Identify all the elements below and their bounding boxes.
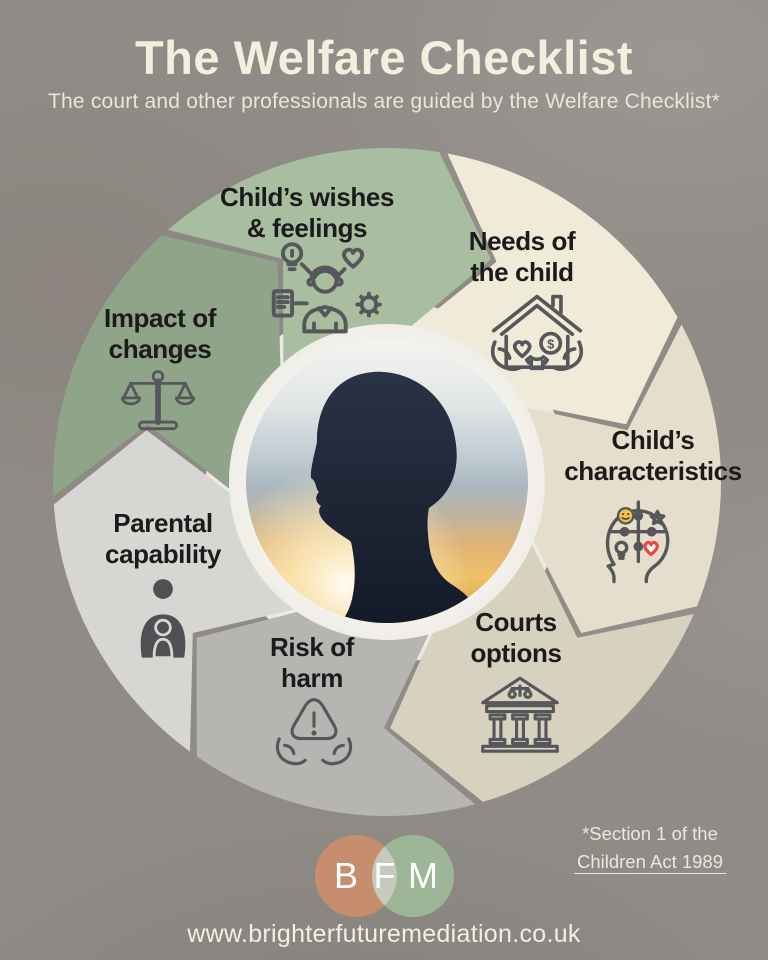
cycle-segment-needs-of-the-child (415, 153, 678, 425)
footnote-children-act-link[interactable]: Children Act 1989 (573, 850, 727, 874)
segment-label-needs-of-the-child: Needs of the child (468, 226, 576, 288)
cycle-segment-childs-characteristics (526, 324, 721, 633)
website-url[interactable]: www.brighterfuturemediation.co.uk (187, 920, 581, 948)
child-thoughts-icon (264, 235, 386, 357)
svg-text:$: $ (547, 337, 554, 351)
page-subtitle: The court and other professionals are gu… (48, 90, 720, 113)
cycle-segment-risk-of-harm (196, 611, 476, 817)
child-silhouette (310, 371, 483, 623)
logo-overlap-lens (372, 846, 397, 906)
segment-label-parental-capability: Parental capability (105, 508, 221, 570)
logo-left-circle (315, 835, 397, 917)
page-title: The Welfare Checklist (134, 31, 634, 84)
logo-letter-f: F (374, 855, 396, 896)
footnote-line1: *Section 1 of the (582, 823, 718, 844)
segment-label-impact-of-changes: Impact of changes (104, 303, 216, 365)
logo-right-circle (372, 835, 454, 917)
segment-label-courts-options: Courts options (470, 607, 562, 669)
footnote: *Section 1 of the Children Act 1989 (560, 820, 740, 876)
courthouse-icon (471, 665, 569, 763)
segment-label-childs-characteristics: Child’s characteristics (564, 425, 742, 487)
puzzle-head-icon (579, 484, 685, 590)
cycle-segment-parental-capability (53, 430, 294, 752)
house-in-hands-icon: $ (480, 284, 594, 398)
warning-in-hands-icon (265, 687, 363, 785)
balance-scales-icon (114, 364, 202, 452)
cycle-segment-courts-options (390, 544, 694, 802)
cycle-segment-impact-of-changes (53, 235, 281, 497)
logo-letter-m: M (408, 855, 438, 896)
logo-letter-b: B (334, 855, 358, 896)
bfm-logo: B F M (315, 835, 454, 917)
segment-label-risk-of-harm: Risk of harm (270, 632, 354, 694)
cycle-segment-childs-wishes-feelings (167, 147, 491, 363)
parent-child-icon (116, 573, 210, 667)
center-child-photo (246, 341, 528, 623)
segment-label-childs-wishes-feelings: Child’s wishes & feelings (219, 182, 395, 244)
